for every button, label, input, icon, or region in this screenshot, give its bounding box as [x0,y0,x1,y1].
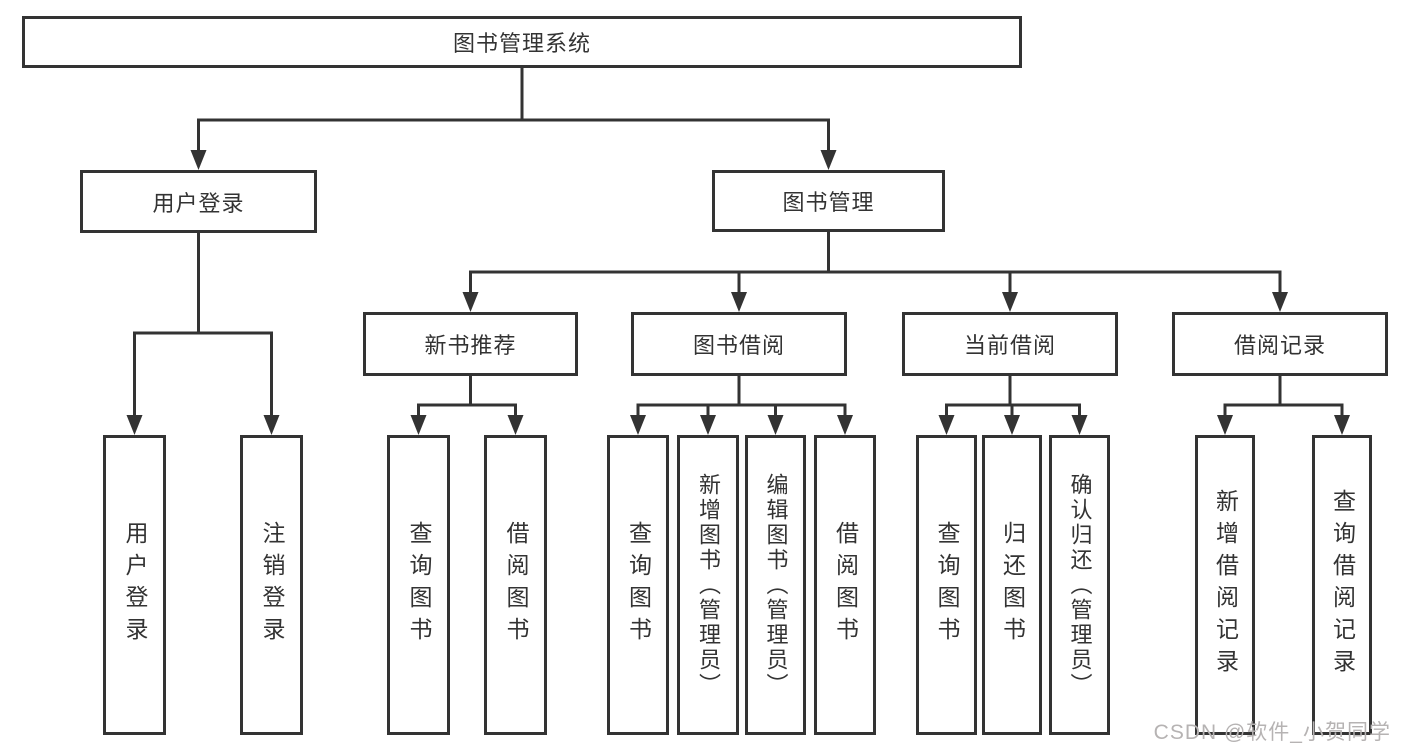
leaf-borrow-books: 借阅图书 [814,435,876,735]
node-label: 查询图书 [406,521,432,649]
watermark-text: CSDN @软件_小贺同学 [1153,721,1391,744]
node-label: 新书推荐 [424,333,517,358]
node-label: 借阅图书 [832,521,859,649]
node-borrow-record: 借阅记录 [1172,312,1388,376]
node-label: 查询图书 [934,521,960,649]
node-label: 图书管理 [782,190,875,215]
node-user-login: 用户登录 [80,170,317,233]
node-label: 注销登录 [259,521,285,649]
node-new-book-recommend: 新书推荐 [363,312,578,376]
node-label: 新增借阅记录 [1212,489,1239,681]
node-current-borrow: 当前借阅 [902,312,1118,376]
node-book-management: 图书管理 [712,170,945,232]
node-label: 图书管理系统 [452,31,591,56]
leaf-recommend-query-books: 查询图书 [387,435,450,735]
leaf-return-books: 归还图书 [982,435,1042,735]
node-root: 图书管理系统 [22,16,1022,68]
node-label: 借阅记录 [1233,333,1326,358]
leaf-current-query-books: 查询图书 [916,435,977,735]
leaf-confirm-return-admin: 确认归还（管理员） [1049,435,1110,735]
leaf-borrow-query-books: 查询图书 [607,435,669,735]
node-label: 归还图书 [999,521,1026,649]
leaf-logout: 注销登录 [240,435,303,735]
node-label: 查询借阅记录 [1329,489,1356,681]
node-label: 当前借阅 [963,333,1056,358]
leaf-recommend-borrow-books: 借阅图书 [484,435,547,735]
node-label: 用户登录 [122,521,148,649]
leaf-edit-books-admin: 编辑图书（管理员） [745,435,806,735]
node-book-borrow: 图书借阅 [631,312,847,376]
leaf-add-borrow-record: 新增借阅记录 [1195,435,1255,735]
node-label: 新增图书（管理员） [696,472,721,698]
node-label: 图书借阅 [692,333,785,358]
node-label: 编辑图书（管理员） [763,472,789,698]
node-label: 确认归还（管理员） [1067,472,1093,698]
leaf-query-borrow-record: 查询借阅记录 [1312,435,1372,735]
leaf-user-login: 用户登录 [103,435,166,735]
node-label: 用户登录 [152,190,245,216]
node-label: 查询图书 [625,521,652,649]
node-label: 借阅图书 [503,521,529,649]
leaf-add-books-admin: 新增图书（管理员） [677,435,739,735]
